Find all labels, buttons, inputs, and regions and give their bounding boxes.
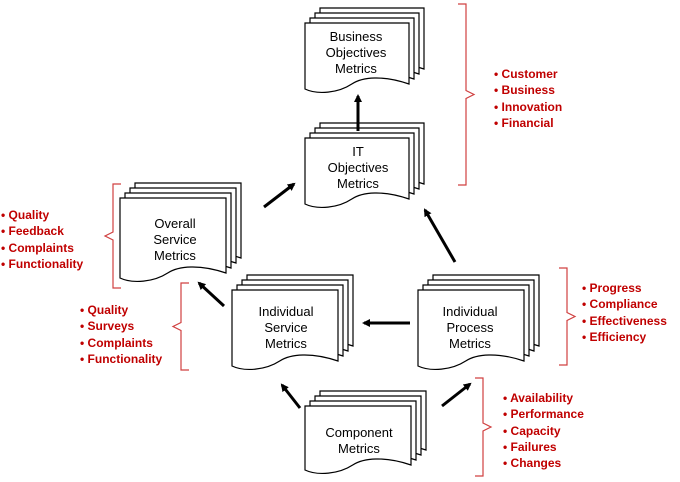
bracket-overall [103,183,121,289]
bracket-service [171,282,189,371]
node-business-line-2: Objectives [325,45,387,60]
component-doc-stack [304,390,427,475]
list-item: • Complaints [1,240,74,255]
document-sheet [304,137,410,209]
list-item: • Innovation [494,99,563,114]
list-item: • Functionality [80,351,163,366]
node-service-line-2: Service [264,320,308,335]
list-item: • Quality [1,208,50,222]
list-item: • Failures [503,439,557,454]
process-doc-stack [417,274,540,371]
list-item: • Efficiency [582,329,647,344]
list-item: • Progress [582,281,642,295]
node-business-objectives-metrics: Business Objectives Metrics [306,29,406,77]
node-process-line-1: Individual [442,304,498,319]
bracket-component [475,377,493,477]
node-overall-line-3: Metrics [154,248,196,263]
list-item: • Quality [80,303,129,317]
list-item: • Compliance [582,297,658,312]
document-sheet [417,289,525,371]
list-individual-process: • Progress • Compliance • Effectiveness … [582,280,667,345]
document-stacks [119,7,540,475]
list-overall-service: • Quality • Feedback • Complaints • Func… [1,207,83,272]
list-item: • Availability [503,391,574,405]
arrow-component-to-service [280,383,302,409]
node-overall-line-2: Service [153,232,197,247]
node-component-line-2: Metrics [338,441,380,456]
list-item: • Performance [503,407,584,422]
flow-arrows [197,94,472,409]
service-doc-stack [231,274,354,371]
document-sheet [304,22,410,94]
list-business: • Customer • Business • Innovation • Fin… [494,66,562,131]
node-overall-service-metrics: Overall Service Metrics [122,216,228,264]
list-item: • Effectiveness [582,313,667,328]
bracket-process [559,267,577,366]
bracket-business [458,3,476,186]
node-business-line-3: Metrics [335,61,377,76]
node-overall-line-1: Overall [154,216,196,231]
it-doc-stack [304,122,425,209]
document-sheet [231,289,339,371]
node-component-line-1: Component [325,425,393,440]
list-component: • Availability • Performance • Capacity … [503,390,584,471]
list-item: • Feedback [1,224,64,239]
list-item: • Capacity [503,423,561,438]
node-service-line-3: Metrics [265,336,307,351]
business-doc-stack [304,7,425,94]
node-service-line-1: Individual [258,304,314,319]
list-individual-service: • Quality • Surveys • Complaints • Funct… [80,302,162,367]
node-it-objectives-metrics: IT Objectives Metrics [306,144,410,192]
arrow-component-to-process [441,382,472,408]
list-item: • Business [494,83,555,98]
node-component-metrics: Component Metrics [306,425,412,457]
document-sheet [119,197,227,283]
node-it-line-1: IT [352,144,364,159]
node-it-line-2: Objectives [327,160,389,175]
list-item: • Changes [503,456,562,471]
node-individual-process-metrics: Individual Process Metrics [418,304,522,352]
list-item: • Surveys [80,319,135,334]
brackets [103,3,577,477]
node-process-line-3: Metrics [449,336,491,351]
node-it-line-3: Metrics [337,176,379,191]
list-item: • Complaints [80,335,153,350]
list-item: • Financial [494,115,554,130]
list-item: • Functionality [1,256,84,271]
node-individual-service-metrics: Individual Service Metrics [234,304,338,352]
node-business-line-1: Business [329,29,383,44]
arrow-overall-to-it [263,182,296,209]
document-sheet [304,405,412,475]
node-process-line-2: Process [446,320,494,335]
overall-doc-stack [119,182,242,283]
arrow-service-to-overall [197,281,226,308]
arrow-process-to-it [423,208,457,263]
list-item: • Customer [494,67,558,81]
